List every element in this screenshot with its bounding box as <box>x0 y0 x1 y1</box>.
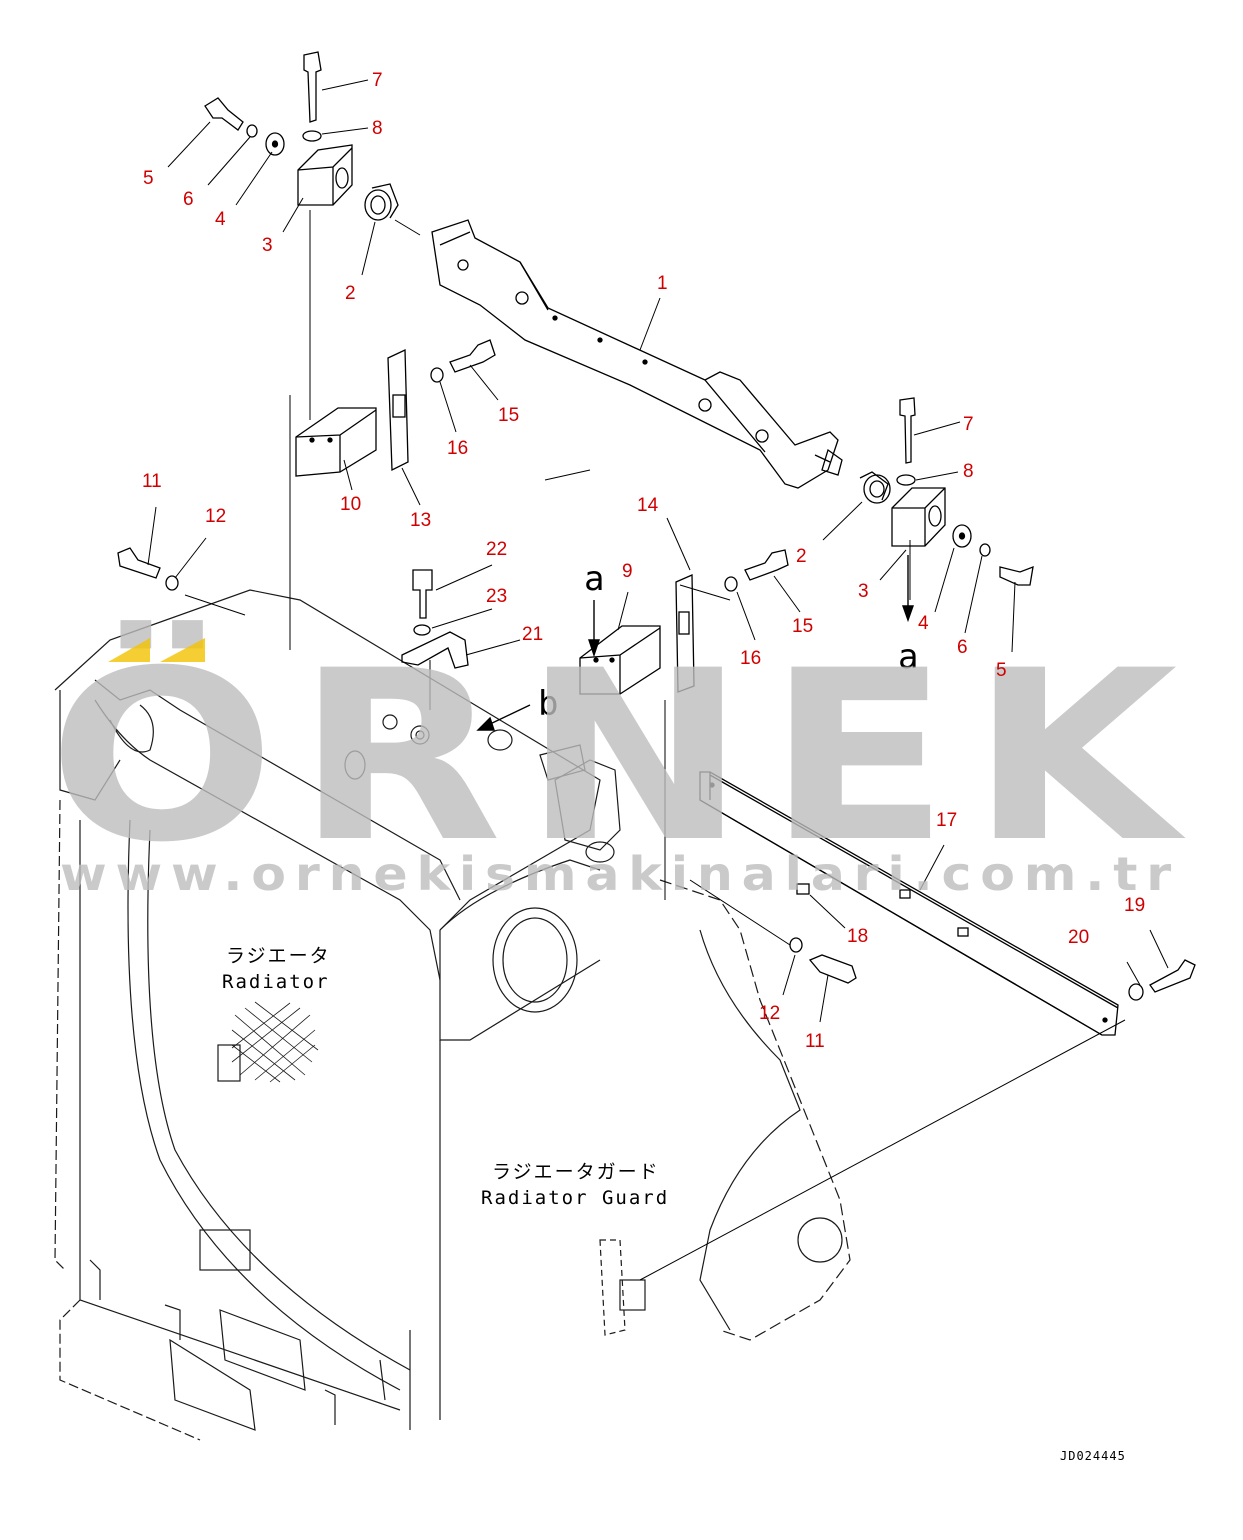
washer-8b <box>896 474 916 486</box>
label-part-12a: 12 <box>205 506 226 527</box>
bolt-11a <box>117 547 161 579</box>
label-part-9: 9 <box>622 561 633 582</box>
washer-4b <box>952 524 972 548</box>
plate-14 <box>675 574 695 693</box>
label-part-10: 10 <box>340 494 361 515</box>
washer-12a <box>165 575 179 591</box>
label-part-6a: 6 <box>183 189 194 210</box>
label-part-15a: 15 <box>498 405 519 426</box>
label-part-8a: 8 <box>372 118 383 139</box>
label-part-16a: 16 <box>447 438 468 459</box>
label-part-12b: 12 <box>759 1003 780 1024</box>
washer-20 <box>1128 983 1144 1001</box>
label-part-3b: 3 <box>858 581 869 602</box>
bushing-2a <box>364 189 392 221</box>
pad-18 <box>796 883 810 895</box>
caption-radiator-en: Radiator <box>222 971 330 993</box>
label-part-13: 13 <box>410 510 431 531</box>
block-10 <box>295 407 377 477</box>
label-part-1: 1 <box>657 273 668 294</box>
label-part-15b: 15 <box>792 616 813 637</box>
label-part-20: 20 <box>1068 927 1089 948</box>
captions: ラジエータ Radiator ラジエータガード Radiator Guard J… <box>222 945 1126 1463</box>
bolt-11b <box>808 954 857 984</box>
view-marker-b: b <box>538 684 558 724</box>
bolt-5b <box>999 565 1034 586</box>
washer-6b <box>979 543 991 557</box>
bolt-5a <box>204 97 244 131</box>
washer-16a <box>430 367 444 383</box>
view-marker-letters: a a b <box>538 559 918 724</box>
label-part-11b: 11 <box>805 1031 825 1052</box>
watermark-logo-mark <box>108 638 205 662</box>
label-part-22: 22 <box>486 539 507 560</box>
bolt-15a <box>449 339 496 373</box>
label-part-3a: 3 <box>262 235 273 256</box>
washer-4a <box>265 132 285 156</box>
label-part-5a: 5 <box>143 168 154 189</box>
label-part-4b: 4 <box>918 613 929 634</box>
caption-guard-jp: ラジエータガード <box>492 1161 660 1183</box>
view-marker-a-bottom: a <box>898 637 918 677</box>
washer-8a <box>302 130 322 142</box>
label-part-5b: 5 <box>996 660 1007 681</box>
label-part-19: 19 <box>1124 895 1145 916</box>
label-part-14: 14 <box>637 495 659 516</box>
label-part-7a: 7 <box>372 70 383 91</box>
block-3b <box>891 487 946 547</box>
label-part-4a: 4 <box>215 209 226 230</box>
guide-lines <box>184 210 1126 1281</box>
bracket-1 <box>431 219 839 489</box>
label-part-18: 18 <box>847 926 868 947</box>
bolt-15b <box>744 549 789 581</box>
label-part-2a: 2 <box>345 283 356 304</box>
washer-12b <box>789 937 803 953</box>
bolt-19 <box>1149 959 1196 993</box>
view-arrows <box>476 555 914 731</box>
part-drawings <box>117 51 1196 1036</box>
washer-6a <box>246 124 258 138</box>
block-9 <box>579 625 661 695</box>
plate-13 <box>387 348 409 472</box>
leader-lines <box>147 79 1169 1023</box>
washer-23 <box>413 624 431 636</box>
bolt-7a <box>303 51 322 123</box>
bolt-7b <box>899 397 916 464</box>
watermark-logo: ÖRNEK <box>48 619 1198 894</box>
caption-radiator-jp: ラジエータ <box>226 945 331 967</box>
caption-guard-en: Radiator Guard <box>481 1187 669 1209</box>
washer-16b <box>724 576 738 592</box>
label-part-8b: 8 <box>963 461 974 482</box>
label-part-16b: 16 <box>740 648 761 669</box>
watermark: ÖRNEK www.ornekismakinalari.com.tr <box>48 619 1198 901</box>
label-part-6b: 6 <box>957 637 968 658</box>
label-part-2b: 2 <box>796 546 807 567</box>
label-part-21: 21 <box>522 624 543 645</box>
label-part-23: 23 <box>486 586 507 607</box>
view-marker-a-top: a <box>584 559 604 599</box>
label-part-17: 17 <box>936 810 957 831</box>
bracket-21 <box>401 631 469 669</box>
label-part-11a: 11 <box>142 471 162 492</box>
bolt-22 <box>412 569 433 619</box>
part-number-labels: 7 8 5 6 4 3 2 1 15 16 10 13 11 12 22 23 … <box>142 70 1145 1052</box>
label-part-7b: 7 <box>963 414 974 435</box>
block-3a <box>297 144 353 206</box>
drawing-code: JD024445 <box>1060 1449 1126 1463</box>
machine-sketch <box>54 589 851 1441</box>
watermark-url: www.ornekismakinalari.com.tr <box>60 847 1180 901</box>
